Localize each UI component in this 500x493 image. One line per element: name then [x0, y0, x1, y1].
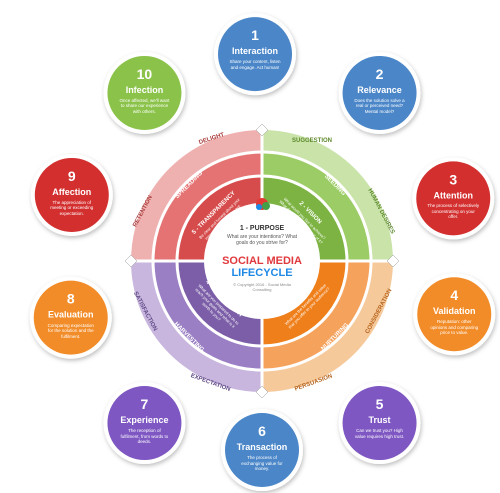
- center-disc: [204, 203, 320, 319]
- step-title: Interaction: [232, 46, 278, 56]
- center-copyright: © Copyright 2016 - Social Media Consulti…: [233, 282, 291, 292]
- step-number: 10: [137, 66, 153, 82]
- step-title: Infection: [126, 85, 164, 95]
- step-title: Trust: [369, 415, 391, 425]
- purpose-question: What are your intentions? What goals do …: [226, 234, 298, 246]
- step-title: Transaction: [237, 442, 288, 452]
- step-bubble-fill: [342, 386, 417, 461]
- step-number: 1: [251, 27, 259, 43]
- step-bubble-fill: [107, 55, 182, 130]
- center-title-line2: LIFECYCLE: [231, 267, 292, 279]
- ring-arrows: [124, 123, 400, 399]
- step-number: 5: [376, 396, 384, 412]
- step-title: Validation: [433, 306, 476, 316]
- step-number: 2: [376, 66, 384, 82]
- step-bubble-fill: [416, 161, 491, 236]
- arrow-icon: [255, 123, 269, 137]
- outer-label-suggestion: SUGGESTION: [292, 138, 332, 144]
- step-description: Can we trust you? High value requires hi…: [354, 428, 405, 439]
- step-bubble-fill: [107, 386, 182, 461]
- step-title: Relevance: [357, 85, 402, 95]
- step-description: Does the solution solve a real or percei…: [354, 97, 405, 114]
- step-title: Experience: [120, 415, 168, 425]
- step-description: Once affected, we'll want to share our e…: [119, 97, 170, 114]
- step-bubble-fill: [225, 413, 299, 487]
- step-description: The process of exchanging value for mone…: [241, 455, 283, 471]
- step-number: 3: [449, 171, 457, 187]
- step-title: Attention: [434, 190, 474, 200]
- step-bubble-fill: [417, 277, 492, 352]
- step-description: Reputation: other opinions and comparing…: [430, 319, 479, 336]
- step-number: 4: [450, 287, 458, 303]
- arrow-icon: [255, 385, 269, 399]
- center-title-line1: SOCIAL MEDIA: [222, 255, 302, 267]
- step-description: The reception of fulfilment, from words …: [120, 428, 169, 445]
- step-number: 6: [258, 423, 266, 439]
- step-number: 7: [141, 396, 149, 412]
- step-bubble-fill: [218, 17, 293, 92]
- step-description: The process of selectively concentrating…: [427, 203, 480, 220]
- step-title: Affection: [52, 187, 91, 197]
- step-number: 9: [68, 168, 76, 184]
- step-description: Share your content, listen and engage. A…: [229, 59, 281, 70]
- step-description: Comparing expectation for the solution a…: [47, 322, 94, 339]
- step-bubble-fill: [342, 55, 417, 130]
- step-number: 8: [67, 291, 75, 307]
- step-description: The appreciation of meeting or exceeding…: [50, 199, 94, 216]
- step-bubble-fill: [34, 157, 109, 232]
- arrow-icon: [124, 254, 138, 268]
- purpose-title: 1 - PURPOSE: [240, 225, 285, 232]
- step-bubble-fill: [33, 280, 108, 355]
- step-title: Evaluation: [48, 310, 94, 320]
- arrow-icon: [386, 254, 400, 268]
